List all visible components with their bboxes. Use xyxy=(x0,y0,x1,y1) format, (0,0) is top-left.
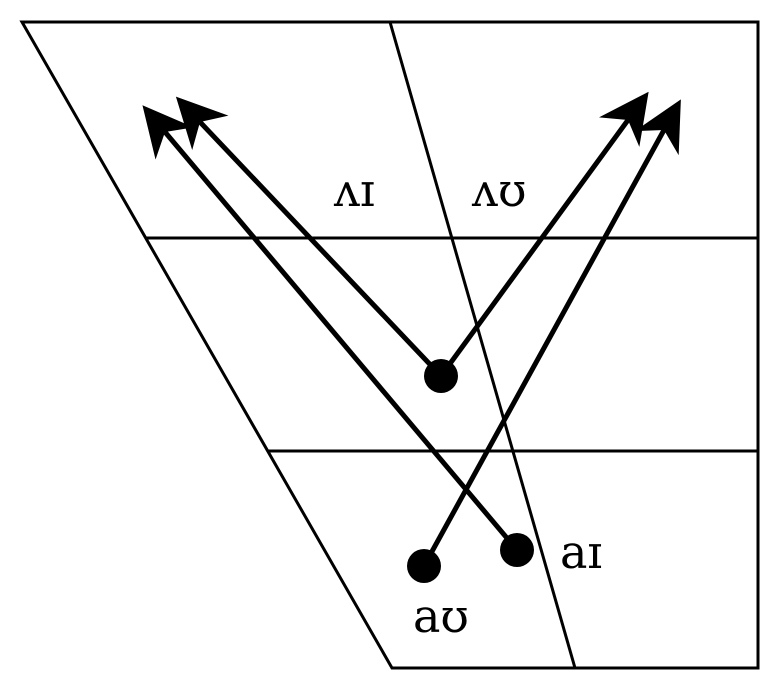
dot-aʊ-start xyxy=(407,549,441,583)
vowel-trapezoid xyxy=(19,20,760,670)
label-ʌɪ: ʌɪ xyxy=(333,163,375,217)
grid-line-central xyxy=(388,21,577,669)
arrow-aʊ xyxy=(421,99,681,568)
dot-aɪ-start xyxy=(500,533,534,567)
arrow-ʌɪ xyxy=(175,96,443,378)
label-aʊ: aʊ xyxy=(413,589,469,643)
arrow-ʌʊ xyxy=(438,91,649,378)
label-aɪ: aɪ xyxy=(560,525,602,579)
dot-ʌ xyxy=(424,359,458,393)
arrow-aɪ xyxy=(142,105,519,552)
label-ʌʊ: ʌʊ xyxy=(471,163,527,217)
